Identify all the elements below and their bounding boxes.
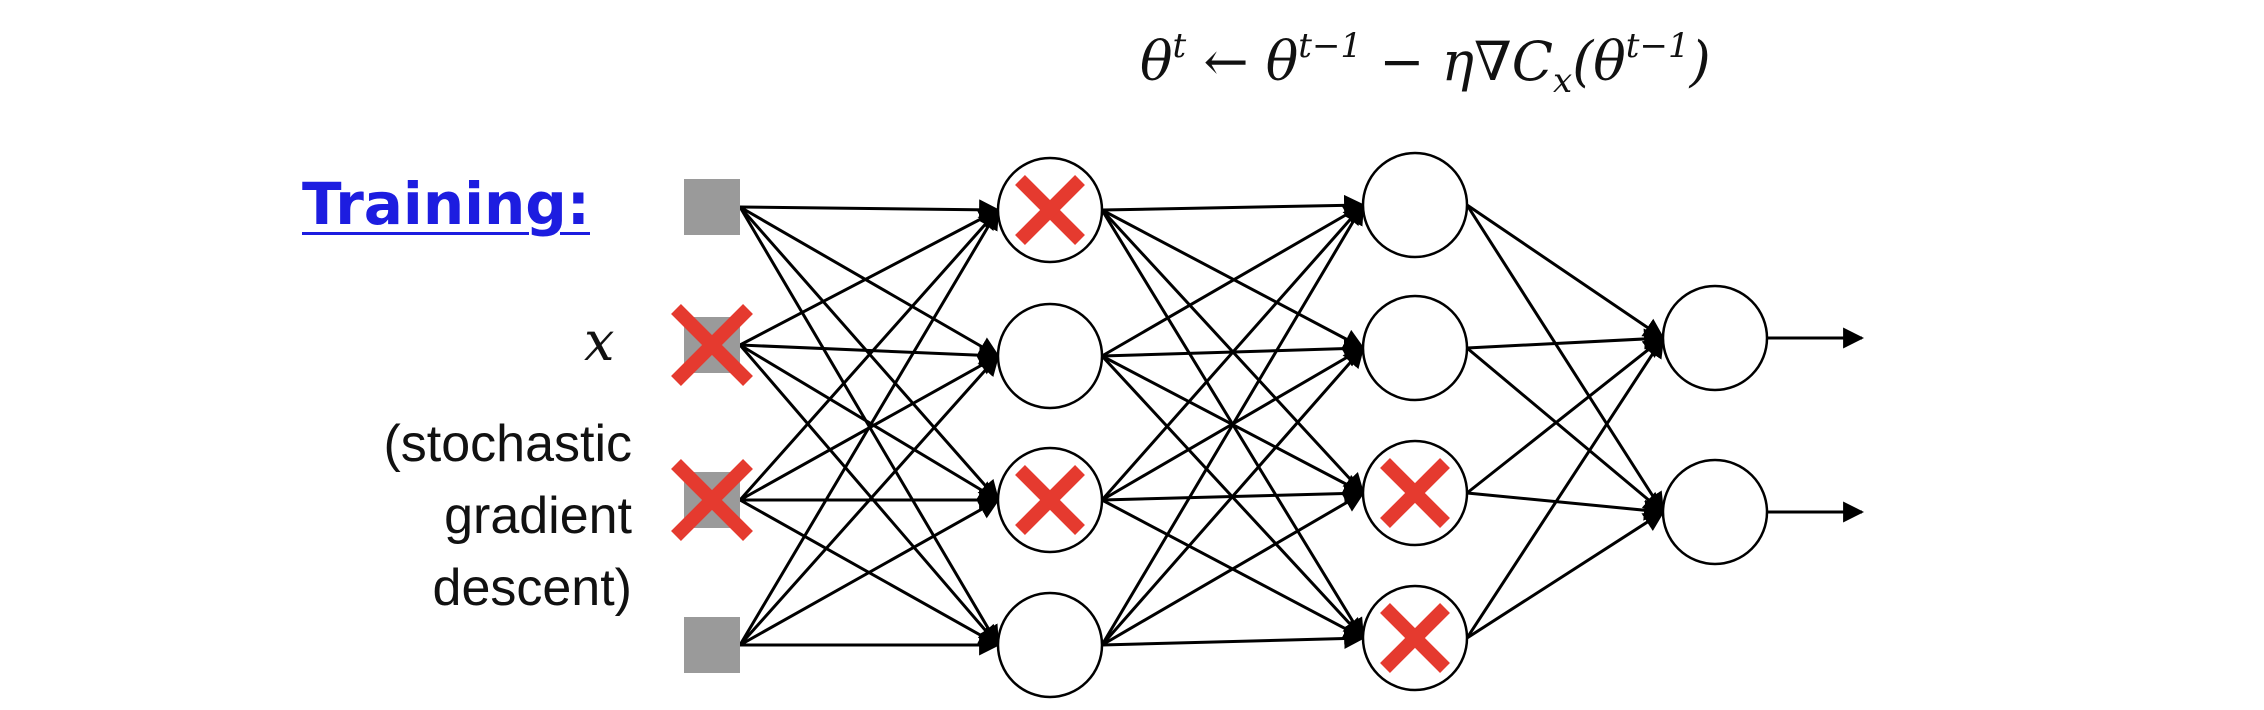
- dropout-x-icon: [1015, 465, 1085, 535]
- edge-l1-3-to-1: [1100, 346, 1365, 646]
- edge-l0-3-to-0: [738, 208, 1000, 646]
- input-node-0: [684, 179, 740, 235]
- hidden-node-l1-1: [996, 302, 1104, 410]
- edge-l0-3-to-1: [738, 354, 1000, 646]
- edge-l0-0-to-0: [739, 199, 1001, 221]
- sgd-description: (stochastic gradient descent): [383, 415, 632, 617]
- edge-l1-0-to-0: [1101, 194, 1366, 216]
- training-heading: Training:: [302, 170, 590, 238]
- formula-superscript-t-minus-1-b: t−1: [1625, 26, 1690, 66]
- update-formula: θt ← θt−1 − η∇Cx(θt−1): [1140, 26, 1711, 101]
- hidden-node-l1-3: [996, 591, 1104, 699]
- edge-l1-3-to-2: [1101, 491, 1365, 647]
- edge-l1-1-to-0: [1101, 203, 1365, 358]
- edge-l1-3-to-3: [1101, 628, 1366, 650]
- edge-l2-0-to-0: [1466, 203, 1665, 340]
- edge-l2-1-to-1: [1466, 346, 1665, 514]
- input-node-3: [684, 617, 740, 673]
- dropout-x-icon: [671, 304, 753, 386]
- edge-l1-3-to-0: [1100, 203, 1365, 646]
- edge-l2-2-to-1: [1466, 491, 1666, 521]
- edge-l0-1-to-3: [738, 344, 1000, 647]
- formula-superscript-t-minus-1: t−1: [1298, 26, 1363, 66]
- nodes-group: [671, 151, 1769, 699]
- formula-arrow: ← θ: [1186, 30, 1299, 93]
- edge-l2-3-to-0: [1465, 336, 1665, 639]
- formula-subscript-x: x: [1553, 60, 1573, 101]
- dropout-x-icon: [671, 459, 753, 541]
- edge-l0-0-to-1: [739, 205, 1000, 358]
- edge-l0-1-to-1: [739, 343, 1001, 366]
- hidden-node-l2-0: [1361, 151, 1469, 259]
- formula-superscript-t: t: [1172, 26, 1187, 66]
- formula-open: (θ: [1572, 30, 1626, 93]
- edge-l2-0-to-1: [1465, 204, 1665, 514]
- edge-l2-2-to-0: [1466, 336, 1665, 495]
- edge-l1-2-to-0: [1100, 203, 1365, 501]
- edge-l0-1-to-2: [739, 343, 1000, 502]
- formula-theta: θ: [1140, 30, 1173, 93]
- output-arrows-group: [1767, 327, 1865, 523]
- edge-l0-3-to-2: [739, 498, 1000, 647]
- output-node-1: [1661, 458, 1769, 566]
- output-node-0: [1661, 284, 1769, 392]
- dropout-x-icon: [1380, 603, 1450, 673]
- formula-gradient: − η∇C: [1362, 30, 1554, 93]
- edges-group: [738, 194, 1666, 656]
- formula-close: ): [1689, 30, 1711, 93]
- dropout-x-icon: [1380, 458, 1450, 528]
- edge-l0-1-to-0: [739, 208, 1000, 347]
- edge-l2-3-to-1: [1466, 510, 1665, 640]
- edge-l0-2-to-0: [738, 208, 1000, 501]
- edge-l2-1-to-0: [1466, 328, 1666, 350]
- input-x-label: x: [584, 310, 615, 373]
- dropout-x-icon: [1015, 175, 1085, 245]
- hidden-node-l2-1: [1361, 294, 1469, 402]
